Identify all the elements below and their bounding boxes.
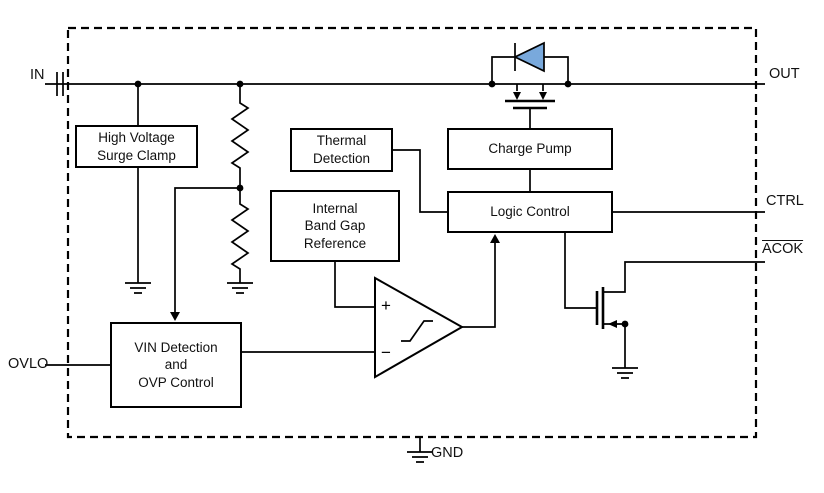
block-label: High Voltage xyxy=(98,129,175,145)
arrowhead-icon xyxy=(513,92,521,100)
block-vin-detection-ovp-control: VIN Detection and OVP Control xyxy=(110,322,242,408)
junction-dot xyxy=(236,80,244,88)
comparator-output-wire xyxy=(462,243,496,328)
block-label: Surge Clamp xyxy=(97,147,176,163)
acok-mosfet-branch xyxy=(564,233,765,379)
block-charge-pump: Charge Pump xyxy=(447,128,613,170)
ground-icon xyxy=(227,282,253,294)
pin-label-out: OUT xyxy=(769,66,800,82)
ground-icon xyxy=(612,367,638,379)
block-label: Charge Pump xyxy=(488,141,572,157)
block-internal-band-gap-reference: Internal Band Gap Reference xyxy=(270,190,400,262)
ground-icon xyxy=(125,282,151,294)
block-label: Detection xyxy=(312,151,371,166)
acok-wire xyxy=(603,261,765,293)
block-label: Band Gap xyxy=(304,218,366,234)
ic-boundary xyxy=(66,26,758,439)
resistor-divider-branch xyxy=(170,84,253,321)
comparator-plus-label: + xyxy=(381,296,391,315)
thermal-output-wire xyxy=(393,149,447,213)
arrowhead-icon xyxy=(170,312,180,321)
comparator: + − xyxy=(242,234,500,379)
pass-fet-stubs xyxy=(516,84,544,91)
ground-icon xyxy=(407,451,433,463)
pin-label-ovlo: OVLO xyxy=(8,356,49,372)
pass-mosfet xyxy=(505,84,555,128)
block-thermal-detection: Thermal Detection xyxy=(290,128,393,172)
block-label: Logic Control xyxy=(490,204,570,220)
junction-dot xyxy=(564,80,572,88)
pin-label-in: IN xyxy=(30,67,45,83)
block-label: and xyxy=(164,357,188,373)
junction-dot xyxy=(236,184,244,192)
block-label: VIN Detection xyxy=(134,339,218,355)
in-pin-marker xyxy=(56,72,64,96)
body-diode-icon xyxy=(513,41,545,73)
block-logic-control: Logic Control xyxy=(447,191,613,233)
junction-dot xyxy=(488,80,496,88)
arrowhead-icon xyxy=(608,320,617,328)
arrowhead-icon xyxy=(490,234,500,243)
gnd-pin-branch xyxy=(407,437,433,463)
block-high-voltage-surge-clamp: High Voltage Surge Clamp xyxy=(75,125,198,168)
acok-fet-source-wire xyxy=(603,323,626,368)
pin-label-acok: ACOK xyxy=(762,241,804,257)
pin-label-ctrl: CTRL xyxy=(766,193,804,209)
block-label: OVP Control xyxy=(138,374,214,390)
logic-to-acok-gate-wire xyxy=(564,233,597,309)
junction-dot xyxy=(134,80,142,88)
bandgap-to-comparator-wire xyxy=(334,262,375,308)
block-label: Thermal xyxy=(316,133,367,149)
hysteresis-icon xyxy=(401,320,433,342)
surge-clamp-branch xyxy=(125,84,151,294)
divider-tap-wire xyxy=(174,187,240,312)
block-label: Reference xyxy=(303,235,367,251)
body-diode-branch xyxy=(491,41,569,84)
pin-label-gnd: GND xyxy=(431,445,464,461)
comparator-minus-label: − xyxy=(381,343,391,362)
block-label: Internal xyxy=(312,200,358,216)
resistor-divider xyxy=(230,84,250,283)
junction-dot xyxy=(621,320,629,328)
arrowhead-icon xyxy=(539,92,547,100)
